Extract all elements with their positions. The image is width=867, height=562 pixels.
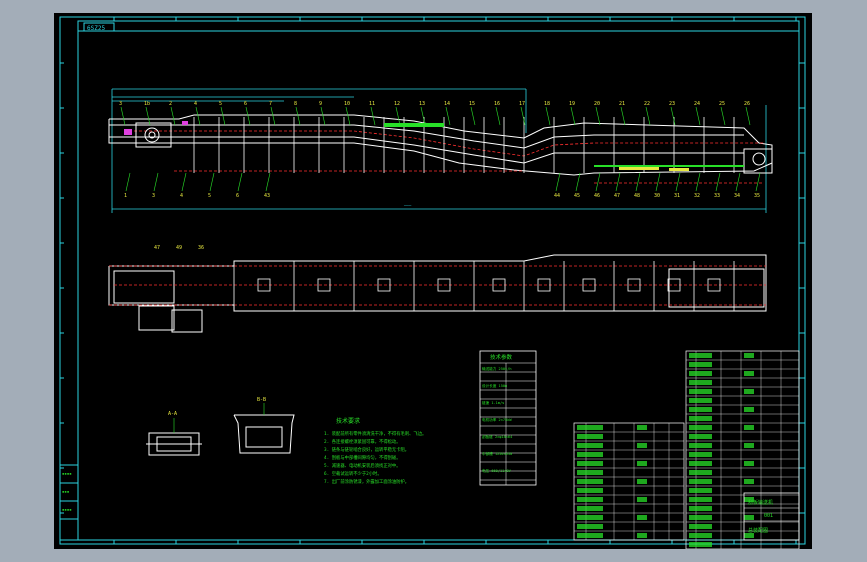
note-line: 2. 各连接螺栓须紧固可靠，不得松动。 <box>324 438 401 445</box>
callout-bottom: 6 <box>236 193 239 199</box>
svg-text:▪▪▪▪: ▪▪▪▪ <box>62 507 72 512</box>
note-line: 1. 装配前所有零件须清洗干净，不得有毛刺、飞边。 <box>324 430 426 437</box>
spec-row: 刮板链 2×φ18×64 <box>482 434 512 439</box>
callout-plan: 47 <box>154 245 160 251</box>
callout-top: 18 <box>544 101 550 107</box>
callout-top: 21 <box>619 101 625 107</box>
note-line: 4. 刮板与中部槽间隙均匀，不得刮碰。 <box>324 454 401 461</box>
section-views <box>146 414 295 456</box>
callout-top: 10 <box>344 101 350 107</box>
callout-bottom: 46 <box>594 193 600 199</box>
callout-bottom: 35 <box>754 193 760 199</box>
callout-bottom: 43 <box>264 193 270 199</box>
inner-frame <box>77 20 800 541</box>
callout-bottom: 33 <box>714 193 720 199</box>
bom-table-right <box>685 350 800 549</box>
svg-text:───: ─── <box>403 203 412 208</box>
callout-top: 17 <box>519 101 525 107</box>
callout-top: 13 <box>419 101 425 107</box>
spec-row: 链速 1.1m/s <box>482 400 504 405</box>
callout-top: 6 <box>244 101 247 107</box>
bom-table-left <box>573 422 685 541</box>
spec-row: 中部槽 1250×630 <box>482 451 512 456</box>
spec-row: 电机功率 2×75kW <box>482 417 512 422</box>
callout-top: 9 <box>319 101 322 107</box>
callout-bottom: 30 <box>654 193 660 199</box>
callout-bottom: 1 <box>124 193 127 199</box>
svg-text:刮板输送机: 刮板输送机 <box>748 499 773 506</box>
note-line: 6. 空载试运转不少于2小时。 <box>324 470 382 477</box>
svg-text:▪▪▪: ▪▪▪ <box>62 489 69 494</box>
spec-row: 设计长度 150m <box>482 383 507 388</box>
cad-drawing: ▪▪▪▪▪▪▪▪▪▪▪ 6SZ25 <box>59 16 806 549</box>
svg-text:▪▪▪▪: ▪▪▪▪ <box>62 471 72 476</box>
technical-notes: 技术要求 1. 装配前所有零件须清洗干净，不得有毛刺、飞边。2. 各连接螺栓须紧… <box>324 417 426 485</box>
callout-bottom: 48 <box>634 193 640 199</box>
callout-top: 7 <box>269 101 272 107</box>
callout-bottom: 32 <box>694 193 700 199</box>
frame-tag: 6SZ25 <box>87 25 105 32</box>
callout-top: 22 <box>644 101 650 107</box>
callout-plan: 49 <box>176 245 182 251</box>
spec-row: 电压 660/1140V <box>482 468 512 473</box>
callout-bottom: 44 <box>554 193 560 199</box>
callout-bottom: 3 <box>152 193 155 199</box>
note-line: 3. 链条与链轮啮合良好，运转平稳无卡阻。 <box>324 446 409 453</box>
callout-plan: 36 <box>198 245 204 251</box>
callout-top: 4 <box>194 101 197 107</box>
callout-top: 24 <box>694 101 700 107</box>
callout-top: 8 <box>294 101 297 107</box>
svg-text:技术参数: 技术参数 <box>490 353 513 361</box>
callout-top: 11 <box>369 101 375 107</box>
callout-top: 19 <box>569 101 575 107</box>
cad-viewport[interactable]: ▪▪▪▪▪▪▪▪▪▪▪ 6SZ25 <box>54 13 812 549</box>
note-line: 7. 出厂前涂防锈漆，外露加工面涂油防护。 <box>324 478 409 485</box>
plan-view: 47 49 36 <box>108 245 767 333</box>
callout-top: 16 <box>494 101 500 107</box>
callout-top: 5 <box>219 101 222 107</box>
spec-row: 输送能力 250t/h <box>482 366 512 371</box>
callout-top: 26 <box>744 101 750 107</box>
title-block: 刮板输送机 001 总装配图 <box>743 492 800 541</box>
callout-top: 12 <box>394 101 400 107</box>
callout-top: 3 <box>119 101 122 107</box>
callout-top: 2 <box>169 101 172 107</box>
spec-table: 技术参数 输送能力 250t/h 设计长度 150m 链速 1.1m/s 电机功率 2… <box>479 350 537 486</box>
svg-text:总装配图: 总装配图 <box>748 527 768 534</box>
outer-frame <box>59 16 806 545</box>
callout-top: 20 <box>594 101 600 107</box>
callout-bottom: 4 <box>180 193 183 199</box>
callout-bottom: 5 <box>208 193 211 199</box>
svg-text:技术要求: 技术要求 <box>336 417 360 425</box>
callout-top: 15 <box>469 101 475 107</box>
section-label-b: B-B <box>257 397 266 403</box>
callout-top: 23 <box>669 101 675 107</box>
callout-bottom: 45 <box>574 193 580 199</box>
callout-top: 14 <box>444 101 450 107</box>
callout-bottom: 47 <box>614 193 620 199</box>
callout-bottom: 34 <box>734 193 740 199</box>
note-line: 5. 减速器、电动机安装后须找正对中。 <box>324 462 401 469</box>
callout-top: 1b <box>144 101 150 107</box>
svg-text:001: 001 <box>764 513 773 519</box>
callout-bottom: 31 <box>674 193 680 199</box>
callout-top: 25 <box>719 101 725 107</box>
section-label-a: A-A <box>168 411 177 417</box>
